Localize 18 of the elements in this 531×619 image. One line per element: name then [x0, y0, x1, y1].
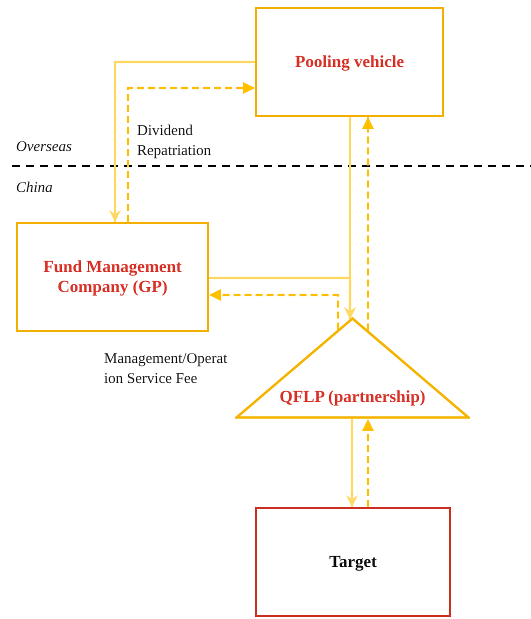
- node-label: Target: [328, 552, 378, 572]
- node-label: Pooling vehicle: [294, 52, 406, 72]
- arrow: [209, 289, 340, 330]
- node-label: Fund Management Company (GP): [42, 256, 183, 298]
- entity-box: [16, 222, 209, 332]
- arrow: [109, 60, 255, 222]
- arrow: [362, 419, 374, 507]
- flow-note: Management/Operation Service Fee: [104, 350, 228, 388]
- node-label: QFLP (partnership): [278, 386, 426, 407]
- arrow: [362, 117, 374, 330]
- entity-box: [255, 7, 444, 117]
- arrow: [209, 276, 356, 320]
- region-label: China: [16, 179, 54, 198]
- region-label: Overseas: [16, 138, 73, 157]
- arrow: [126, 82, 255, 222]
- arrow: [346, 419, 358, 507]
- entity-box: [255, 507, 451, 617]
- flow-note: Dividend Repatriation: [137, 122, 212, 160]
